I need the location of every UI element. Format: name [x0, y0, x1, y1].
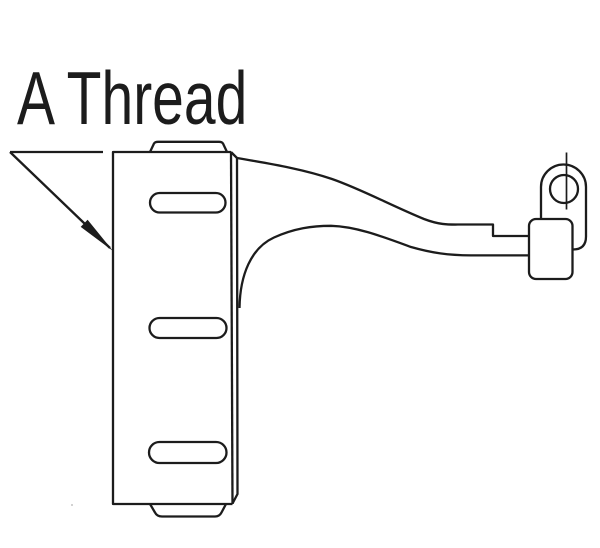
- thread-slot-lower: [147, 440, 228, 465]
- leader-arrowhead-icon: [80, 219, 113, 251]
- thread-slot-middle: [148, 316, 228, 340]
- thread-slot-upper: [148, 191, 227, 214]
- body-left-outline: [111, 150, 233, 506]
- arm-lower-edge: [238, 224, 529, 309]
- leader-line-group: [9, 150, 113, 251]
- eyelet-tab-outline: [539, 163, 588, 251]
- eyelet-hole: [548, 173, 580, 205]
- terminal-fitting: [527, 152, 588, 281]
- body-top-cap-outline: [148, 140, 229, 153]
- arm-upper-edge: [236, 156, 529, 238]
- body-bottom-cap-outline: [149, 503, 228, 518]
- lever-arm: [236, 156, 529, 309]
- scan-speck: [71, 504, 73, 506]
- body-right-tangent-edge: [229, 151, 234, 505]
- fitting-nut-block: [527, 217, 574, 281]
- thread-callout-label: A Thread: [17, 56, 248, 140]
- threaded-body: [111, 140, 239, 518]
- body-right-silhouette-edge: [230, 151, 239, 505]
